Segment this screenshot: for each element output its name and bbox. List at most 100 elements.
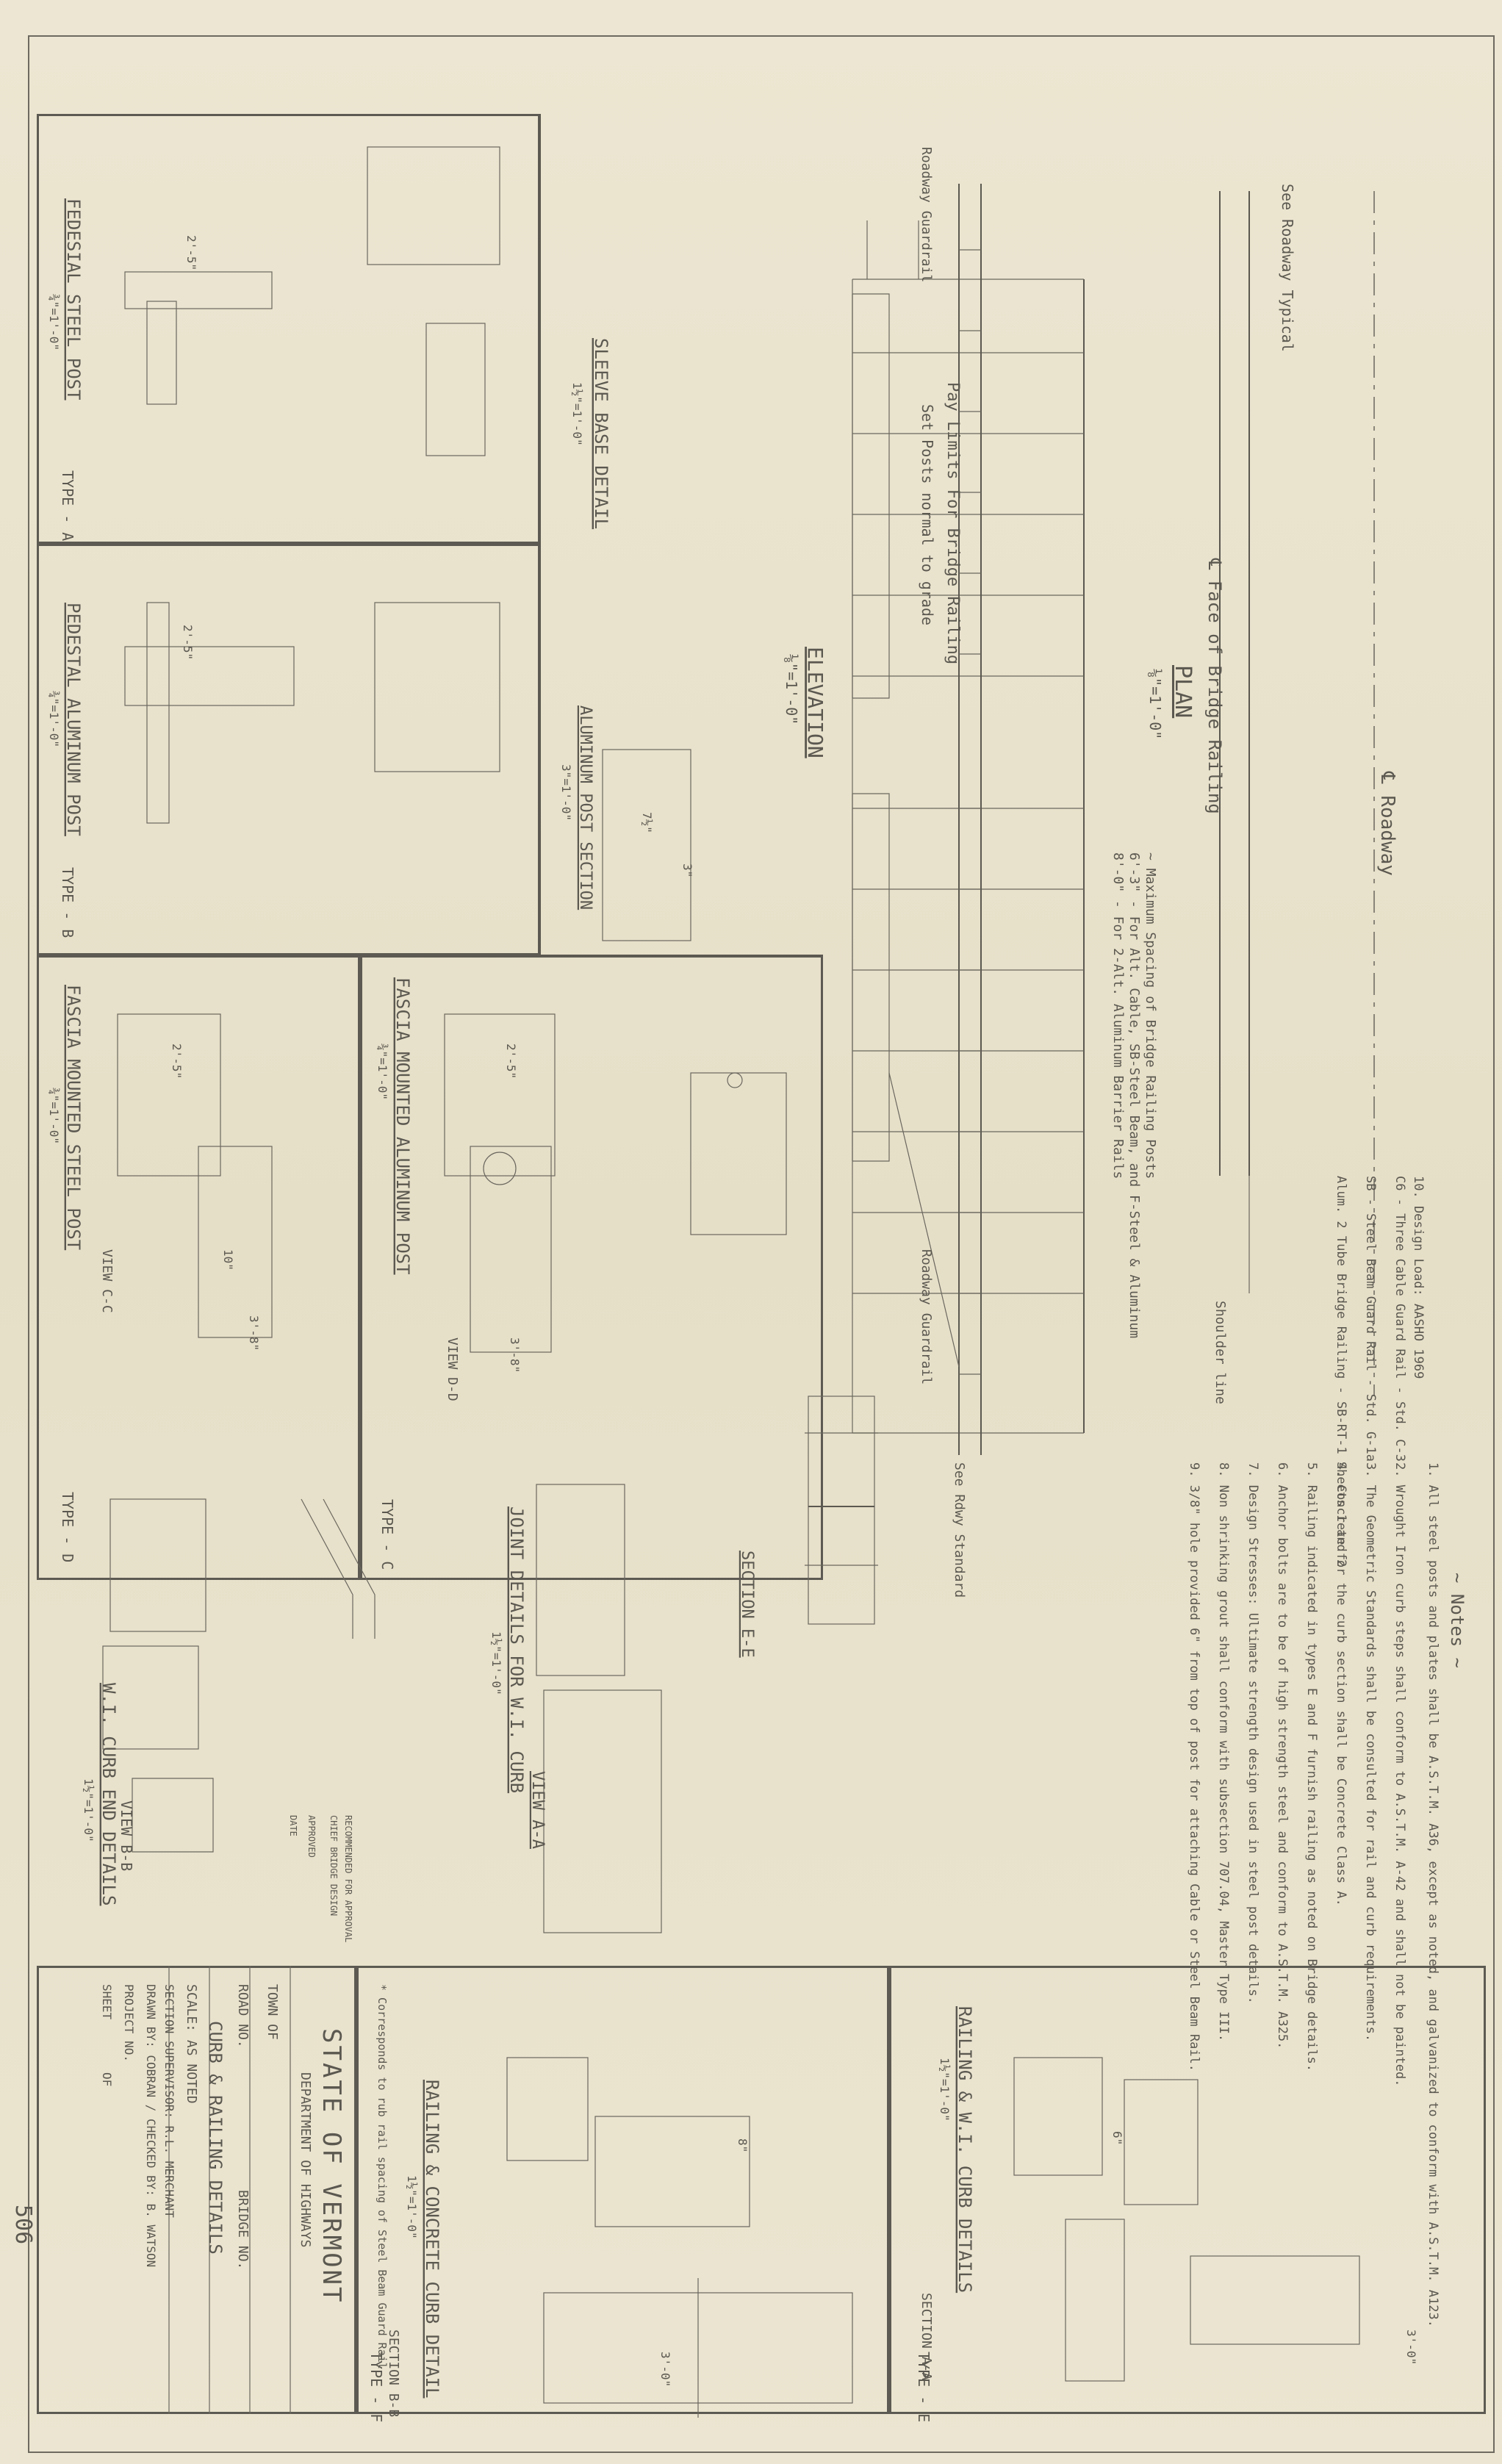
dim-2-5-d: 2'-5"	[504, 1044, 518, 1079]
railing-wi-title: RAILING & W.I. CURB DETAILS	[955, 2006, 975, 2293]
shoulder-line-label: Shoulder line	[1212, 1301, 1228, 1404]
plan-labels: ℄ Roadway ℄ Face of Bridge Railing PLAN …	[1110, 184, 1398, 1404]
roadway-guardrail-left: Roadway Guardrail	[919, 147, 934, 282]
pay-limits-label: Pay Limits For Bridge Railing	[944, 382, 962, 664]
type-b-label: TYPE - B	[59, 867, 76, 938]
joint-details-title: JOINT DETAILS FOR W.I. CURB	[506, 1506, 527, 1793]
railing-conc-scale: 1½"=1'-0"	[405, 2175, 419, 2239]
notes-block: ~ Notes ~ 1. All steel posts and plates …	[1187, 1176, 1467, 2327]
elevation-scale: ⅛"=1'-0"	[783, 654, 800, 725]
panel-pedestal-aluminum-post	[37, 544, 540, 955]
panel-fedesial-steel-post	[37, 114, 540, 544]
dim-7-5: 7½"	[640, 812, 654, 833]
title-block-text: STATE OF VERMONT DEPARTMENT OF HIGHWAYS …	[100, 1815, 353, 2305]
dim-3: 3"	[680, 863, 694, 877]
detail-titles: FEDESIAL STEEL POST ¾"=1'-0" TYPE - A SL…	[47, 198, 975, 2422]
bridge-railing-label: ℄ Face of Bridge Railing	[1204, 558, 1225, 814]
sheet-number: 506	[10, 2205, 36, 2244]
wi-curb-end-title: W.I. CURB END DETAILS	[98, 1683, 119, 1906]
type-f-label: TYPE - F	[367, 2352, 385, 2422]
section-aa-label: SECTION A-A	[919, 2293, 934, 2380]
drawn-by: DRAWN BY: COBRAN / CHECKED BY: B. WATSON	[144, 1984, 158, 2267]
notes-heading: ~ Notes ~	[1447, 1573, 1467, 1668]
elevation-labels: ELEVATION ⅛"=1'-0" Pay Limits For Bridge…	[783, 147, 967, 1598]
section-ee-label: SECTION E-E	[738, 1551, 756, 1658]
note-2: 2. Wrought Iron curb steps shall conform…	[1393, 1462, 1407, 2087]
railing-curb-details	[506, 2057, 1360, 2418]
pedestal-alum-scale: ¾"=1'-0"	[47, 691, 61, 747]
panel-railing-concrete-curb	[356, 1966, 889, 2414]
dim-2-5-a: 2'-5"	[184, 235, 198, 270]
sleeve-base-scale: 1½"=1'-0"	[570, 382, 584, 446]
spacing-note-1: ~ Maximum Spacing of Bridge Railing Post…	[1143, 852, 1158, 1179]
see-rdwy-label: See Rdwy Standard	[952, 1462, 967, 1598]
panel-fascia-aluminum-post	[360, 955, 823, 1580]
spacing-note-2: 6'-3" - For Alt. Cable, SB-Steel Beam, a…	[1126, 852, 1142, 1338]
post-details	[117, 146, 787, 1353]
dim-3-0-a: 3'-0"	[658, 2352, 672, 2387]
approved-label: APPROVED	[306, 1815, 317, 1858]
panel-fascia-steel-post	[37, 955, 360, 1580]
set-posts-label: Set Posts normal to grade	[919, 404, 936, 625]
note-7: 7. Design Stresses: Ultimate strength de…	[1246, 1462, 1260, 2004]
plan-title: PLAN	[1170, 665, 1196, 718]
view-dd-label: VIEW D-D	[445, 1337, 460, 1401]
recommended-label: RECOMMENDED FOR APPROVAL	[343, 1815, 353, 1942]
panel-title-block	[37, 1966, 356, 2414]
railing-wi-scale: 1½"=1'-0"	[938, 2058, 952, 2122]
dim-3-0-b: 3'-0"	[1404, 2330, 1418, 2365]
railing-conc-title: RAILING & CONCRETE CURB DETAIL	[422, 2080, 442, 2398]
state-title: STATE OF VERMONT	[317, 2028, 346, 2305]
sheet-label: SHEET	[100, 1984, 114, 2020]
alum-post-section-scale: 3"=1'-0"	[559, 764, 573, 821]
fascia-steel-scale: ¾"=1'-0"	[47, 1088, 61, 1144]
dim-2-5-c: 2'-5"	[170, 1044, 184, 1079]
elevation-title: ELEVATION	[803, 647, 827, 758]
note-3: 3. The Geometric Standards shall be cons…	[1363, 1462, 1378, 2041]
dim-8: 8"	[736, 2138, 750, 2152]
fedesial-steel-scale: ¾"=1'-0"	[47, 294, 61, 351]
date-label: DATE	[288, 1815, 298, 1836]
chief-bridge-label: CHIEF BRIDGE DESIGN	[328, 1815, 339, 1916]
note-1: 1. All steel posts and plates shall be A…	[1426, 1462, 1440, 2327]
note-4: 4. Concrete for the curb section shall b…	[1334, 1462, 1348, 1906]
dim-3-8-b: 3'-8"	[508, 1337, 522, 1373]
of-label: OF	[100, 2072, 114, 2086]
view-aa-label: VIEW A-A	[528, 1771, 547, 1849]
type-a-label: TYPE - A	[59, 470, 76, 541]
dimension-labels: 2'-5" 2'-5" 2'-5" 2'-5" 3'-8" 3'-8" 3'-0…	[170, 235, 1418, 2387]
design-load-2: C6 - Three Cable Guard Rail - Std. C-3	[1393, 1176, 1407, 1462]
spacing-note-3: 8'-0" - For 2-Alt. Aluminum Barrier Rail…	[1110, 852, 1126, 1179]
design-load-1: 10. Design Load: AASHO 1969	[1411, 1176, 1426, 1379]
type-c-label: TYPE - C	[378, 1499, 396, 1570]
roadway-cl-label: ℄ Roadway	[1376, 771, 1398, 876]
dim-6: 6"	[1110, 2131, 1124, 2145]
fascia-alum-title: FASCIA MOUNTED ALUMINUM POST	[392, 977, 413, 1275]
note-9: 9. 3/8" hole provided 6" from top of pos…	[1187, 1462, 1201, 2072]
bridge-label: BRIDGE NO.	[235, 2190, 251, 2269]
dim-3-8-a: 3'-8"	[247, 1315, 261, 1351]
project-label: PROJECT NO.	[122, 1984, 136, 2062]
scale-label: SCALE: AS NOTED	[184, 1984, 199, 2104]
view-bb-label: VIEW B-B	[118, 1800, 135, 1871]
road-label: ROAD NO.	[235, 1984, 251, 2048]
joint-details-scale: 1½"=1'-0"	[489, 1631, 503, 1695]
view-cc-label: VIEW C-C	[99, 1249, 115, 1313]
department: DEPARTMENT OF HIGHWAYS	[298, 2072, 313, 2247]
see-roadway-label: See Roadway Typical	[1279, 184, 1296, 352]
fascia-alum-scale: ¾"=1'-0"	[376, 1044, 389, 1100]
fascia-steel-title: FASCIA MOUNTED STEEL POST	[63, 985, 84, 1250]
plan-scale: ⅛"=1'-0"	[1146, 669, 1164, 739]
panel-railing-wi-curb	[889, 1966, 1486, 2414]
note-6: 6. Anchor bolts are to be of high streng…	[1275, 1462, 1290, 2049]
fedesial-steel-title: FEDESIAL STEEL POST	[63, 198, 84, 401]
note-8: 8. Non shrinking grout shall conform wit…	[1216, 1462, 1231, 2041]
sheet-border	[28, 35, 1495, 2453]
elevation-view	[852, 184, 982, 1455]
design-load-4: Alum. 2 Tube Bridge Railing - SB-RT-1 Sh…	[1334, 1176, 1348, 1567]
type-e-label: TYPE - E	[915, 2352, 933, 2422]
type-d-label: TYPE - D	[59, 1492, 76, 1562]
pedestal-alum-title: PEDESTAL ALUMINUM POST	[63, 603, 84, 836]
